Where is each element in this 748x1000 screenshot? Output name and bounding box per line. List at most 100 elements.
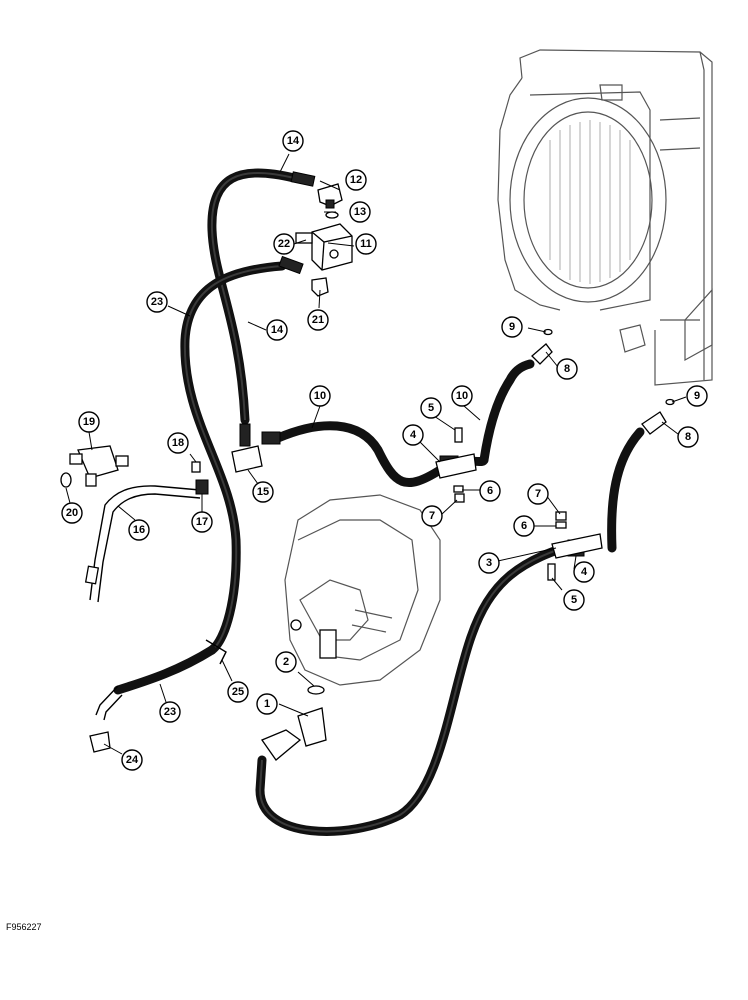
callout-6-lower: 6: [513, 515, 535, 537]
callout-5-lower: 5: [563, 589, 585, 611]
callout-7-upper: 7: [421, 505, 443, 527]
hose-10-short: [479, 359, 535, 465]
bolt-5-lower: [547, 563, 556, 581]
svg-text:14: 14: [287, 135, 300, 147]
callout-6-upper: 6: [479, 480, 501, 502]
callout-12: 12: [345, 169, 367, 191]
callout-22: 22: [273, 233, 295, 255]
svg-text:10: 10: [456, 390, 468, 402]
fitting-24: [89, 731, 111, 753]
clamp-4-upper: [435, 453, 477, 479]
svg-text:1: 1: [264, 698, 270, 710]
svg-text:7: 7: [535, 488, 541, 500]
svg-text:6: 6: [487, 485, 493, 497]
svg-text:21: 21: [312, 314, 324, 326]
callout-24: 24: [121, 749, 143, 771]
bolt-5-upper: [454, 427, 463, 443]
callout-5-upper: 5: [420, 397, 442, 419]
callout-21: 21: [307, 309, 329, 331]
callout-7-lower: 7: [527, 483, 549, 505]
svg-text:11: 11: [360, 238, 372, 250]
callout-17: 17: [191, 511, 213, 533]
nut-7-lower: [555, 511, 567, 521]
svg-text:18: 18: [172, 437, 184, 449]
svg-text:2: 2: [283, 656, 289, 668]
svg-text:19: 19: [83, 416, 95, 428]
fitting-12: [317, 183, 343, 209]
washer-6-lower: [555, 521, 567, 529]
valve-block-11: [295, 223, 353, 271]
callout-19: 19: [78, 411, 100, 433]
callout-4-lower: 4: [573, 561, 595, 583]
callout-4-upper: 4: [402, 424, 424, 446]
fitting-14-end: [290, 171, 316, 187]
callout-10-right: 10: [451, 385, 473, 407]
o-ring-13: [325, 211, 339, 219]
svg-text:4: 4: [410, 429, 417, 441]
clamp-17: [195, 479, 209, 495]
callout-9-lower: 9: [686, 385, 708, 407]
callout-23-top: 23: [146, 291, 168, 313]
callout-14-top: 14: [282, 130, 304, 152]
callout-13: 13: [349, 201, 371, 223]
fitting-23-top: [278, 255, 304, 275]
callout-11: 11: [355, 233, 377, 255]
figure-code: F956227: [6, 922, 42, 932]
svg-text:5: 5: [428, 402, 434, 414]
washer-6-upper: [453, 485, 464, 493]
hose-cooler-return: [607, 427, 645, 553]
callout-23-bottom: 23: [159, 701, 181, 723]
fitting-1: [261, 707, 327, 761]
svg-text:8: 8: [685, 431, 691, 443]
callout-25: 25: [227, 681, 249, 703]
o-ring-2: [307, 685, 325, 695]
svg-text:10: 10: [314, 390, 326, 402]
svg-text:22: 22: [278, 238, 290, 250]
callout-20: 20: [61, 502, 83, 524]
svg-text:3: 3: [486, 557, 492, 569]
hose-23-lower: [113, 645, 217, 695]
radiator-core-hatching: [549, 120, 631, 284]
svg-text:20: 20: [66, 507, 78, 519]
callout-16: 16: [128, 519, 150, 541]
callout-8-lower: 8: [677, 426, 699, 448]
svg-text:16: 16: [133, 524, 145, 536]
elbow-8-lower: [641, 411, 667, 435]
svg-text:9: 9: [509, 321, 515, 333]
radiator: [497, 49, 713, 386]
svg-text:7: 7: [429, 510, 435, 522]
callout-9-upper: 9: [501, 316, 523, 338]
callout-14-mid: 14: [266, 319, 288, 341]
callout-2: 2: [275, 651, 297, 673]
tube-16: [84, 485, 201, 603]
svg-text:5: 5: [571, 594, 577, 606]
svg-text:14: 14: [271, 324, 284, 336]
leader-lines: [65, 153, 687, 755]
tee-fitting-19: [69, 445, 129, 487]
hose-3: [255, 537, 587, 836]
callout-8-upper: 8: [556, 358, 578, 380]
nut-7-upper: [454, 493, 465, 503]
transmission-housing: [284, 494, 441, 686]
callout-18: 18: [167, 432, 189, 454]
svg-text:23: 23: [164, 706, 176, 718]
callout-1: 1: [256, 693, 278, 715]
svg-text:24: 24: [126, 754, 139, 766]
svg-text:25: 25: [232, 686, 244, 698]
elbow-8-upper: [531, 343, 553, 365]
svg-text:9: 9: [694, 390, 700, 402]
svg-text:8: 8: [564, 363, 570, 375]
svg-text:15: 15: [257, 486, 269, 498]
svg-text:12: 12: [350, 174, 362, 186]
svg-text:6: 6: [521, 520, 527, 532]
svg-text:23: 23: [151, 296, 163, 308]
o-ring-20: [60, 472, 72, 488]
svg-text:17: 17: [196, 516, 208, 528]
callout-10-left: 10: [309, 385, 331, 407]
callout-3: 3: [478, 552, 500, 574]
callout-15: 15: [252, 481, 274, 503]
fitting-15-tee: [231, 423, 281, 473]
svg-text:4: 4: [581, 566, 588, 578]
o-ring-9-lower: [665, 398, 675, 406]
